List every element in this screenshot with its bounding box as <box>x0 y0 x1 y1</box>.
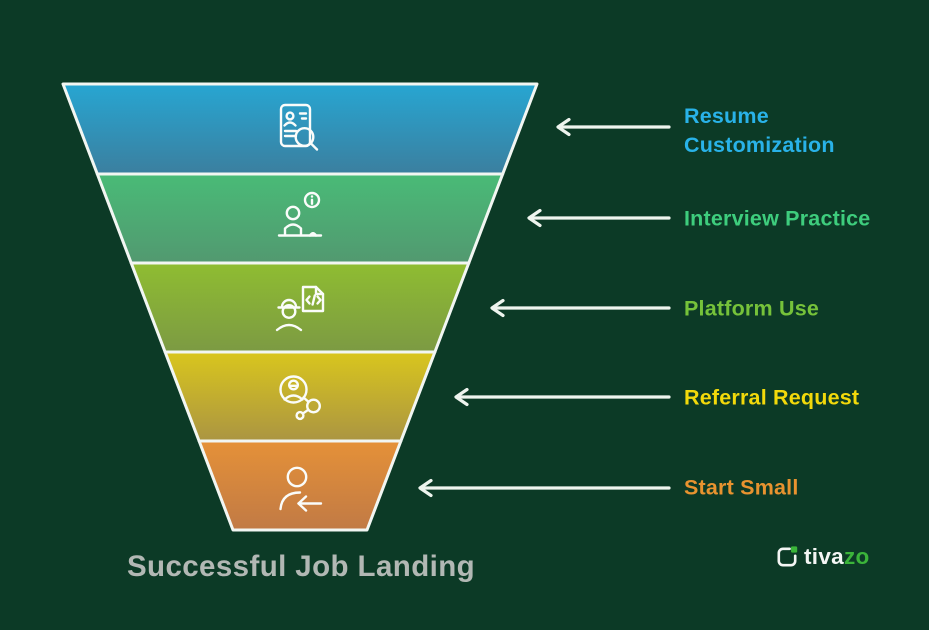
label-start-small: Start Small <box>684 475 799 500</box>
interview-practice-icon <box>277 191 323 237</box>
funnel-segment-interview-practice <box>95 172 505 265</box>
logo-text: tivazo <box>804 544 870 570</box>
arrow-referral-request <box>454 387 671 407</box>
logo-green-mark <box>791 546 798 553</box>
start-small-icon <box>279 466 323 512</box>
label-referral-request: Referral Request <box>684 385 860 410</box>
label-platform-use: Platform Use <box>684 296 820 321</box>
arrow-start-small <box>418 478 671 498</box>
logo-text-primary: tiva <box>804 544 844 569</box>
brand-logo: tivazo <box>776 544 870 570</box>
label-resume-customization: Resume Customization <box>684 103 835 157</box>
logo-text-accent: zo <box>843 544 870 569</box>
arrow-interview-practice <box>527 208 671 228</box>
resume-search-icon <box>279 103 319 151</box>
tivazo-logo-icon <box>777 546 798 567</box>
arrow-resume-customization <box>556 117 671 137</box>
label-interview-practice: Interview Practice <box>684 206 871 231</box>
page-title: Successful Job Landing <box>126 550 476 583</box>
arrow-platform-use <box>490 298 671 318</box>
referral-request-icon <box>279 375 322 421</box>
platform-use-icon <box>275 285 325 332</box>
